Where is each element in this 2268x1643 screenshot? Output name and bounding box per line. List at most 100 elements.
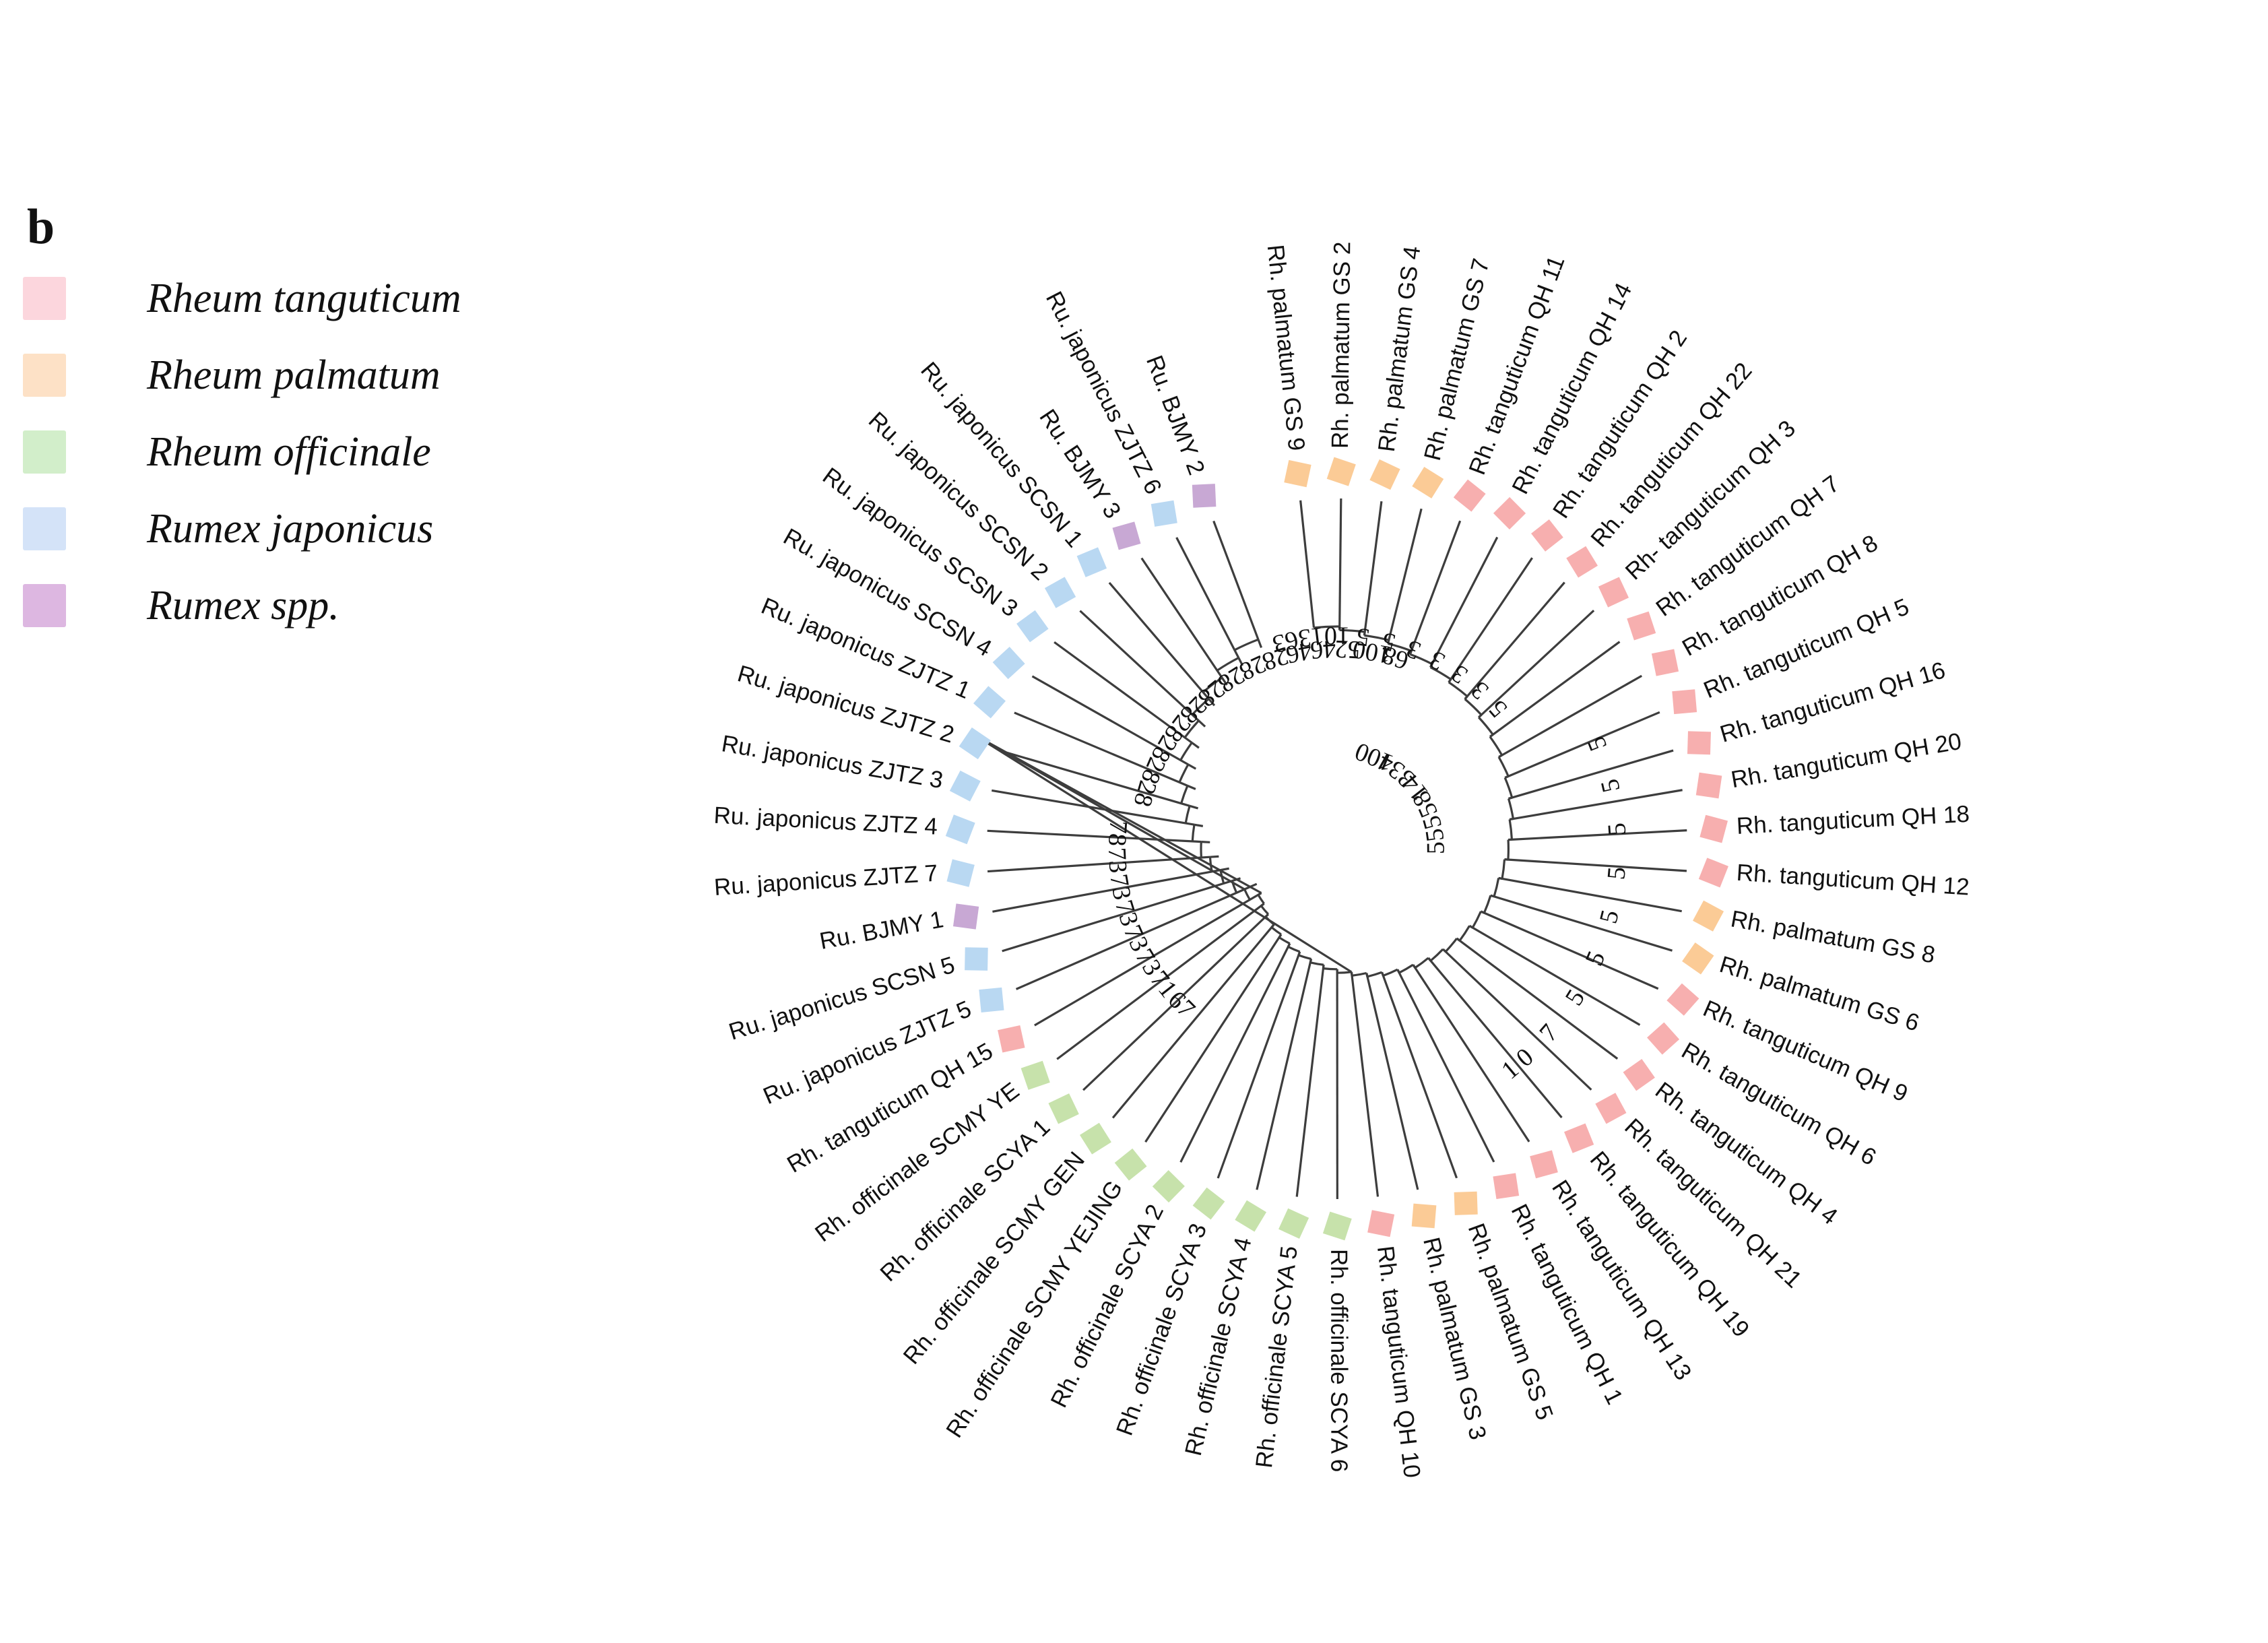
tree-tip-marker — [1530, 1150, 1558, 1179]
tree-branch — [1054, 641, 1193, 744]
tree-tip-marker — [1623, 1059, 1655, 1091]
tree-tip-marker — [1080, 1122, 1111, 1155]
tree-tip-marker — [1699, 814, 1728, 843]
tree-support-value: 5 — [1422, 841, 1450, 854]
tree-tip-label: Ru. japonicus ZJTZ 7 — [713, 860, 938, 901]
tree-tip-label: Rh. palmatum GS 4 — [1373, 245, 1426, 453]
tree-branch — [1140, 557, 1223, 678]
tree-tip-marker — [1322, 1211, 1352, 1241]
tree-branch — [1189, 804, 1199, 810]
tree-branch — [1448, 557, 1533, 683]
tree-branch — [1184, 805, 1191, 824]
tree-branch — [1264, 913, 1269, 918]
tree-tip-label: Rh. palmatum GS 9 — [1262, 243, 1310, 452]
tree-branch — [1287, 946, 1301, 953]
tree-tip-marker — [1564, 1123, 1594, 1153]
tree-branch — [1508, 798, 1515, 819]
tree-branch — [1363, 501, 1383, 636]
tree-branch — [1287, 942, 1291, 948]
tree-branch — [1217, 951, 1301, 1179]
tree-branch — [1309, 959, 1313, 963]
tree-branch — [1243, 889, 1251, 901]
tree-branch — [1458, 925, 1470, 942]
tree-branch — [1398, 963, 1414, 974]
tree-branch — [1464, 581, 1565, 700]
tree-support-value: 5 — [1602, 866, 1631, 881]
tree-branch — [1299, 500, 1316, 628]
tree-branch — [1483, 895, 1492, 913]
tree-branch — [1111, 924, 1275, 1119]
tree-branch — [1386, 508, 1423, 644]
legend-item-japonicus: Rumex japonicus — [23, 498, 670, 559]
tree-branch — [1178, 764, 1190, 783]
tree-tip-marker — [1016, 610, 1049, 643]
tree-tip-marker — [1192, 484, 1217, 508]
tree-branch — [1508, 749, 1674, 800]
tree-branch — [1208, 698, 1216, 707]
tree-branch — [1489, 641, 1621, 738]
tree-tip-marker — [1687, 731, 1711, 755]
tree-branch — [1448, 681, 1468, 697]
tree-tip-marker — [1152, 1169, 1185, 1203]
tree-branch — [1188, 763, 1197, 770]
tree-support-value: 46 — [1309, 635, 1337, 665]
tree-branch — [1386, 639, 1390, 644]
tree-branch — [987, 829, 1202, 843]
tree-branch — [1478, 716, 1494, 736]
tree-branch — [1504, 858, 1687, 872]
tree-tip-marker — [1151, 500, 1177, 527]
tree-tip-label: Rh. tanguticum QH 10 — [1372, 1244, 1425, 1479]
tree-tip-label: Ru. japonicus ZJTZ 3 — [719, 730, 944, 794]
tree-tip-marker — [946, 859, 975, 887]
tree-branch — [1412, 964, 1530, 1142]
tree-tip-marker — [973, 686, 1006, 719]
tree-branch — [1507, 839, 1510, 860]
tree-tip-marker — [1453, 479, 1486, 512]
tree-branch — [1237, 657, 1244, 666]
tree-tip-marker — [1112, 521, 1141, 550]
tree-branch — [991, 789, 1195, 826]
tree-branch — [1191, 824, 1196, 842]
tree-branch — [987, 856, 1210, 873]
tree-tip-marker — [1493, 1173, 1520, 1200]
tree-branch — [1079, 610, 1200, 721]
tree-tip-label: Ru. japonicus ZJTZ 4 — [713, 802, 938, 840]
tree-branch — [973, 733, 1353, 973]
tree-branch — [1014, 711, 1188, 787]
tree-support-value: 52 — [1334, 635, 1361, 664]
tree-branch-layer — [973, 498, 1687, 1200]
tree-branch — [1509, 817, 1514, 820]
tree-tip-marker — [1411, 1203, 1437, 1229]
tree-branch — [1444, 938, 1458, 953]
tree-tip-marker — [1672, 689, 1697, 715]
tree-tip-marker — [952, 903, 979, 930]
tree-tip-label: Rh. palmatum GS 2 — [1327, 241, 1355, 449]
tree-branch — [1480, 910, 1659, 990]
tree-tip-marker — [1192, 1187, 1225, 1220]
tree-support-value: 5 — [1594, 907, 1625, 927]
tree-branch — [1503, 777, 1514, 798]
tree-branch — [1256, 959, 1313, 1190]
tree-support-value: 78 — [1103, 820, 1133, 847]
tree-branch — [1508, 819, 1514, 840]
legend-swatch-officinale — [23, 430, 66, 474]
legend-swatch-tanguticum — [23, 277, 66, 320]
tree-tip-label: Rh. tanguticum QH 12 — [1736, 860, 1970, 901]
tree-branch — [1184, 719, 1200, 738]
tree-tip-label: Rh. officinale SCYA 5 — [1251, 1245, 1303, 1470]
tree-branch — [1270, 926, 1282, 936]
tree-support-value: 5 — [1580, 947, 1611, 970]
tree-tip-marker — [1666, 983, 1699, 1016]
tree-support-value: 46 — [1284, 636, 1314, 668]
tree-branch — [1179, 942, 1291, 1163]
tree-tip-marker — [1595, 1093, 1627, 1124]
tree-branch — [1082, 913, 1269, 1091]
tree-support-value: 100 — [1351, 635, 1393, 669]
tree-branch — [1381, 971, 1458, 1179]
tree-branch — [1198, 719, 1206, 728]
tree-tip-marker — [1651, 649, 1679, 676]
tree-support-value: 3 — [1446, 659, 1473, 689]
legend-label-japonicus: Rumex japonicus — [147, 505, 434, 552]
tree-support-value: 1 0 — [1496, 1043, 1538, 1085]
